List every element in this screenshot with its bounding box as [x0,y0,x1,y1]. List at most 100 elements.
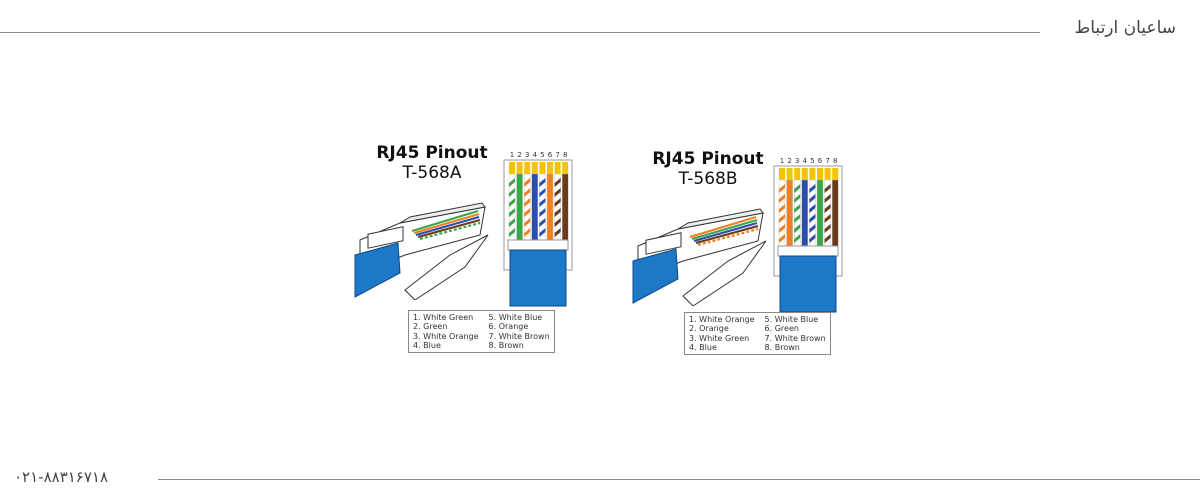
gold-contact [562,162,569,174]
wire-stripe [809,184,816,193]
wire-stripe [524,228,531,237]
color-legend: 1. White Orange 5. White Blue 2. Orange … [684,312,831,356]
legend-item: 8. Brown [764,342,800,352]
legend-item: 2. Orange [689,324,729,334]
wire-stripe [554,198,561,207]
wire-stripe [794,194,801,203]
pin-number: 7 [825,157,829,165]
wire-stripe [824,234,831,243]
wire-stripe [509,198,515,207]
legend-item: 6. Green [764,324,799,334]
pin-number: 7 [555,151,559,159]
wire-stripe [809,204,816,213]
legend-item: 8. Brown [488,340,524,350]
wire-stripe [539,198,546,207]
wire-stripe [554,218,561,227]
pin-number: 4 [533,151,538,159]
wire-orange [546,173,554,241]
legend-item: 3. White Orange [413,331,479,341]
header-rule [0,32,1040,33]
wire-stripe [824,184,831,193]
gold-contact [779,168,785,180]
pin-number: 3 [525,151,529,159]
wire-stripe [554,208,561,217]
wire-stripe [779,234,785,243]
color-legend: 1. White Green 5. White Blue 2. Green 6.… [408,310,555,354]
wire-stripe [524,178,531,187]
wire-stripe [524,188,531,197]
wire-stripe [524,218,531,227]
title-text: RJ45 Pinout [652,149,764,169]
pin-number: 4 [803,157,808,165]
wire-stripe [509,218,515,227]
pin-number: 5 [540,151,544,159]
wire-stripe [779,214,785,223]
gold-contact [801,168,808,180]
gold-contact [531,162,538,174]
wire-stripe [509,178,515,187]
wire-stripe [779,224,785,233]
wire-stripe [779,204,785,213]
wire-stripe [539,208,546,217]
diagram-title: RJ45 Pinout T-568A [362,143,502,183]
wire-stripe [539,228,546,237]
gold-contact [539,162,546,174]
wire-stripe [824,194,831,203]
gold-contact [547,162,553,174]
cable-jacket [509,249,567,307]
cable-jacket [779,255,837,313]
legend-item: 5. White Blue [764,315,819,324]
pin-number: 1 [780,157,784,165]
legend-item: 7. White Brown [488,331,550,341]
legend-item: 2. Green [413,322,448,332]
wire-brown [832,179,839,247]
rj45-plug-illustration [354,202,489,300]
pin-number: 3 [795,157,799,165]
gold-contact [509,162,515,174]
wire-stripe [509,228,515,237]
wire-stripe [779,194,785,203]
wire-stripe [794,204,801,213]
gold-contact [824,168,831,180]
wire-stripe [794,234,801,243]
wire-stripe [554,228,561,237]
wire-stripe [554,178,561,187]
wire-stripe [824,214,831,223]
wire-blue [801,179,808,247]
plug-wires [411,209,481,241]
footer-rule [158,479,1200,480]
standard-label: T-568A [402,162,462,183]
pin-number: 1 [510,151,514,159]
wire-green [516,173,523,241]
legend-item: 1. White Green [413,313,474,322]
diagram-title: RJ45 Pinout T-568B [638,149,778,189]
pin-number: 8 [563,151,567,159]
plug-wires [689,215,759,247]
wire-blue [531,173,538,241]
legend-item: 5. White Blue [488,313,543,322]
wire-stripe [509,208,515,217]
phone-number: ۰۲۱-۸۸۳۱۶۷۱۸ [14,468,109,486]
pin-number: 8 [833,157,837,165]
gold-contact [516,162,523,174]
gold-contact [809,168,816,180]
wire-stripe [554,188,561,197]
pin-number: 6 [548,151,553,159]
legend-item: 1. White Orange [689,315,755,324]
wire-green [816,179,824,247]
title-text: RJ45 Pinout [376,143,488,163]
wire-stripe [824,224,831,233]
pin-number: 2 [517,151,521,159]
legend-item: 3. White Green [689,333,750,343]
wire-stripe [809,224,816,233]
gold-contact [524,162,531,174]
wire-brown [562,173,569,241]
wire-stripe [794,224,801,233]
rj45-plug-illustration [632,208,767,306]
legend-item: 7. White Brown [764,333,826,343]
wire-stripe [809,214,816,223]
